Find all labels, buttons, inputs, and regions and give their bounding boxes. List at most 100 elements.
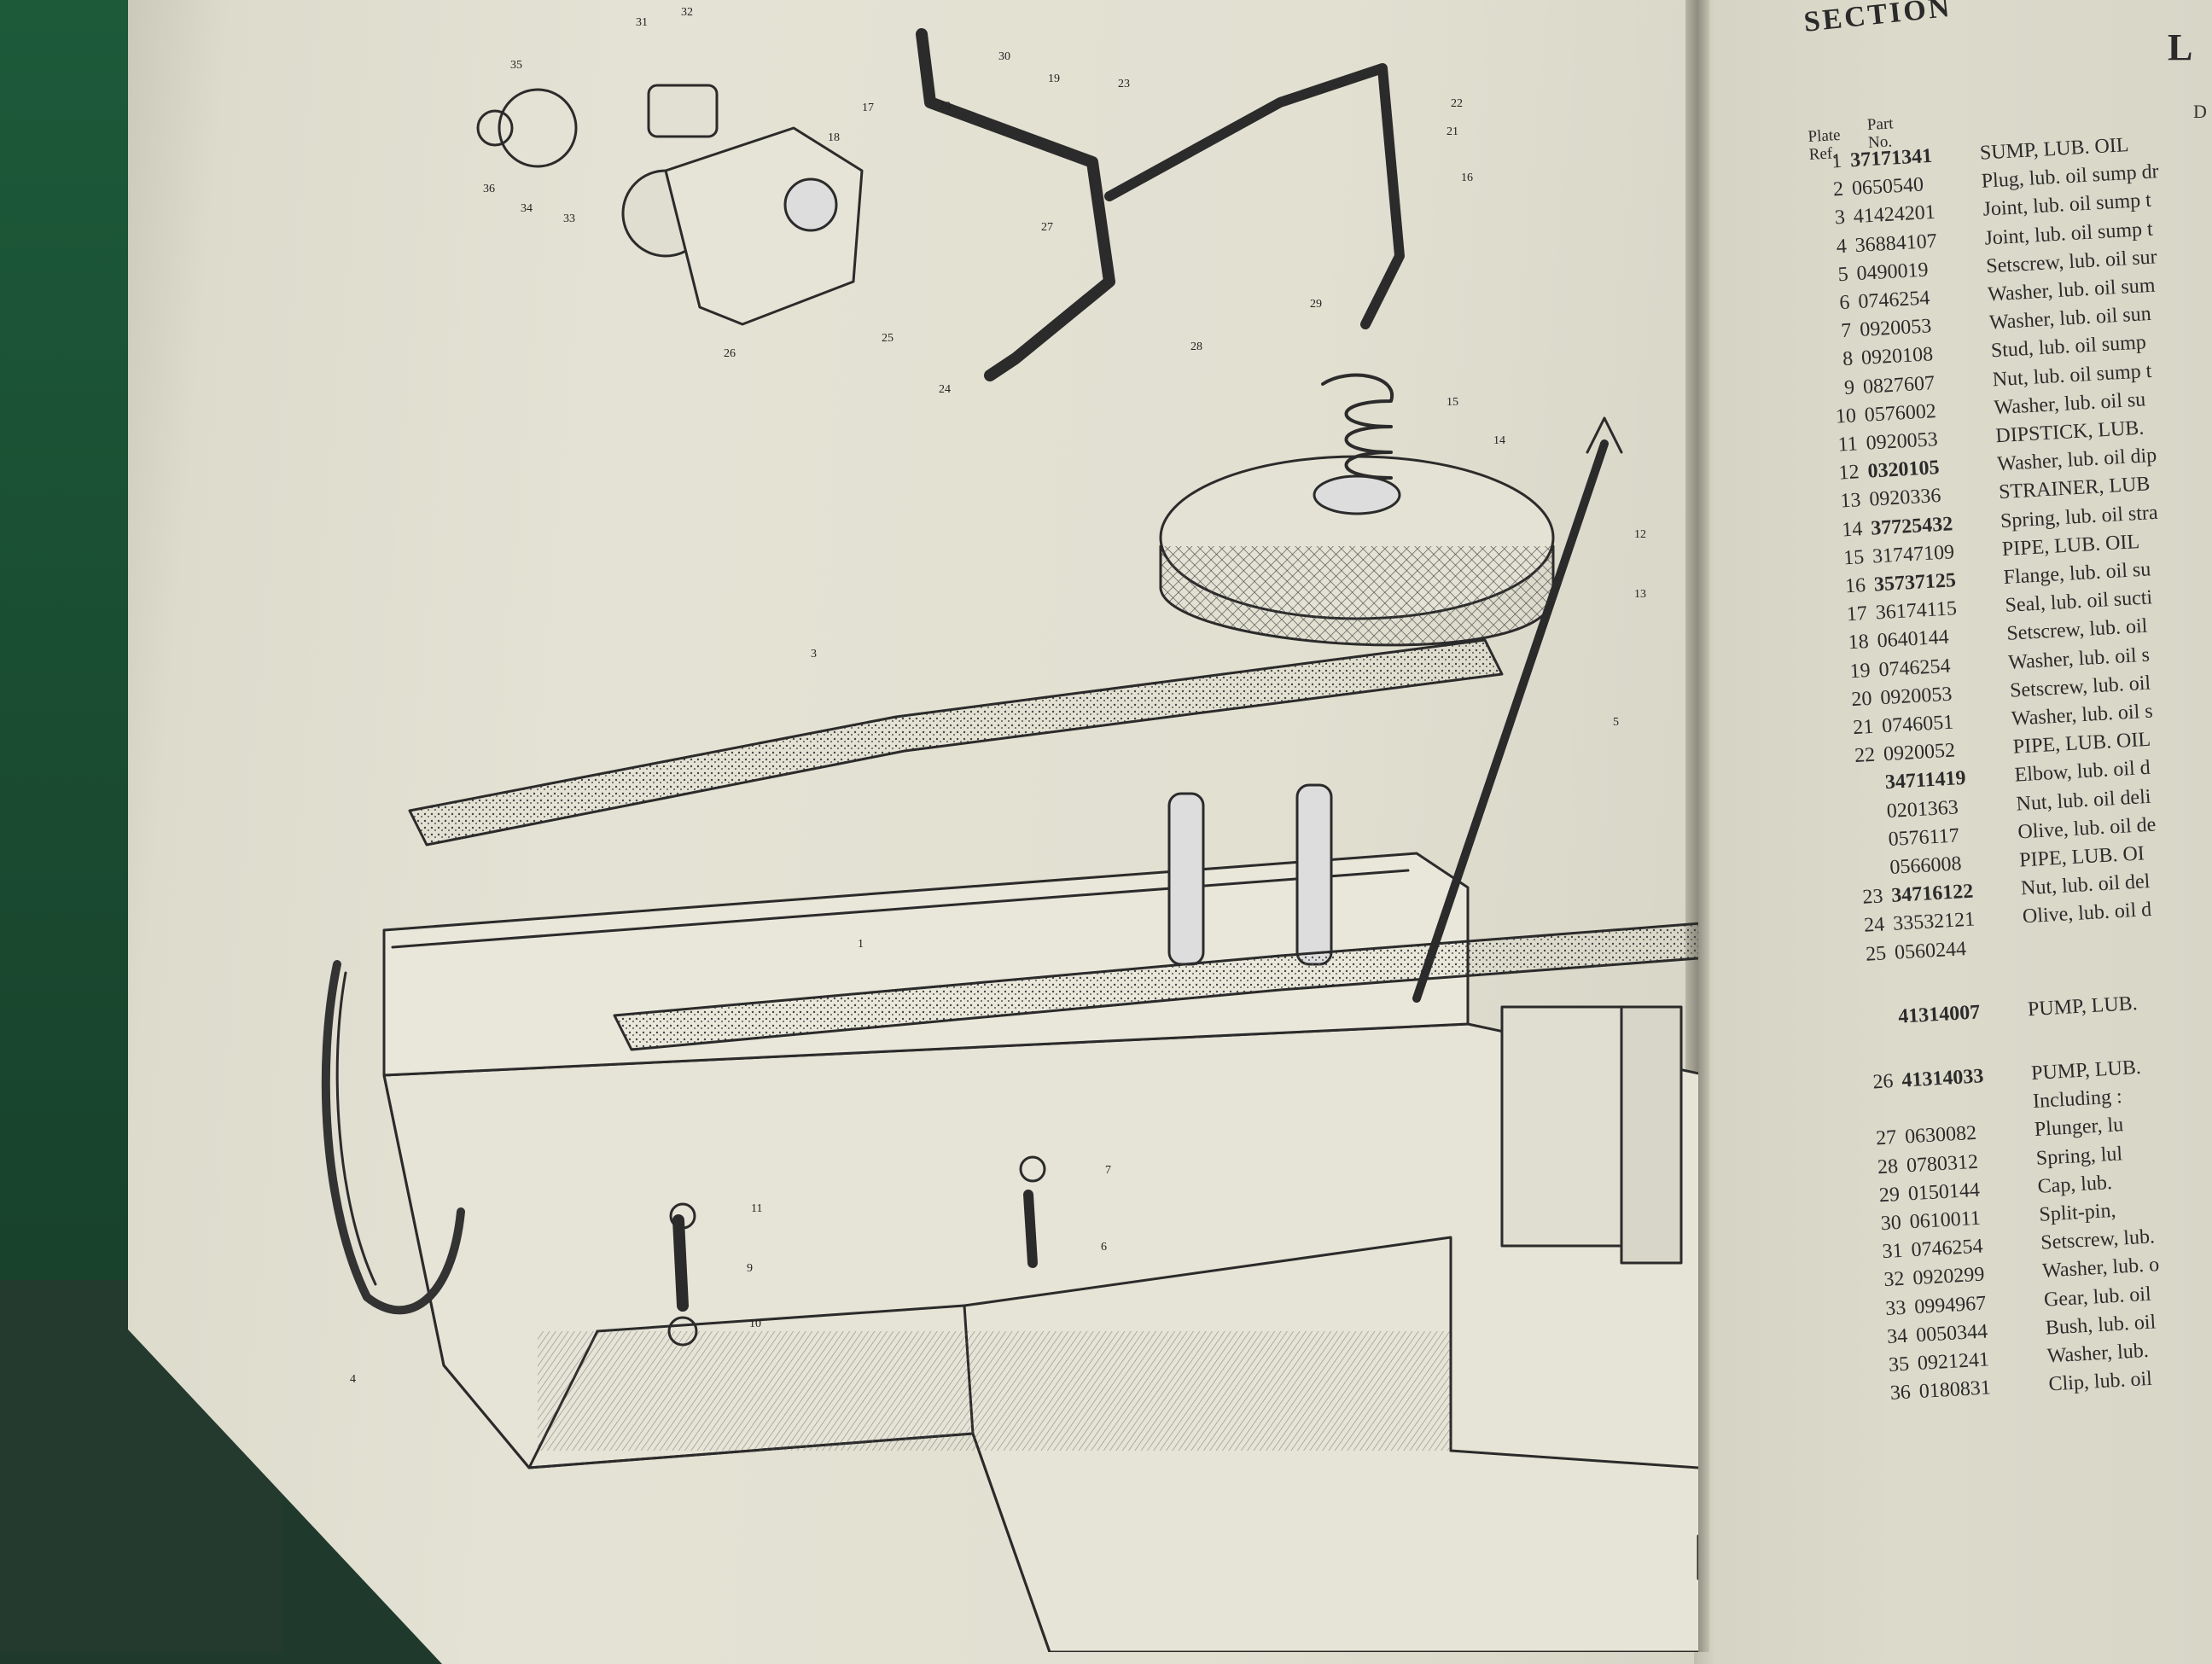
- parts-list-page: [1694, 0, 2212, 1664]
- plate-ref: 25: [1865, 941, 1887, 966]
- plate-ref: 33: [1884, 1296, 1907, 1320]
- part-number: 0920053: [1859, 315, 1932, 342]
- plate-ref: 18: [1848, 631, 1870, 655]
- part-number: 0650540: [1851, 173, 1924, 201]
- plate-ref: 3: [1834, 207, 1846, 230]
- callout-label: 26: [724, 347, 736, 360]
- part-description: PUMP, LUB.: [2027, 992, 2139, 1021]
- part-number: 0150144: [1907, 1178, 1981, 1206]
- callout-label: 3: [811, 648, 817, 660]
- callout-label: 6: [1101, 1241, 1107, 1254]
- part-description: STRAINER, LUB: [1998, 473, 2151, 504]
- plate-ref: 36: [1889, 1381, 1912, 1405]
- part-number: 0920299: [1912, 1263, 1986, 1290]
- part-description: Including :: [2032, 1085, 2123, 1114]
- callout-label: 28: [1190, 340, 1202, 353]
- plate-ref: 35: [1888, 1353, 1910, 1376]
- callout-label: 20: [939, 100, 951, 113]
- part-number: 0640144: [1876, 626, 1950, 653]
- part-number: 41424201: [1853, 201, 1936, 229]
- plate-ref: 19: [1848, 659, 1871, 683]
- plate-ref: 34: [1886, 1324, 1908, 1348]
- part-description: DIPSTICK, LUB.: [1994, 416, 2145, 448]
- plate-ref: 20: [1850, 687, 1873, 711]
- part-number: 41314033: [1901, 1065, 1985, 1092]
- suction-pipe: [916, 28, 1115, 381]
- callout-label: 10: [749, 1318, 761, 1330]
- callout-label: 30: [998, 50, 1010, 63]
- dipstick: [1412, 439, 1609, 1003]
- part-number: 0576117: [1887, 824, 1960, 851]
- plate-ref: [1857, 1006, 1889, 1008]
- plate-ref: [1848, 858, 1881, 859]
- part-description: Clip, lub. oil: [2047, 1367, 2153, 1396]
- part-number: 36174115: [1875, 597, 1958, 625]
- plate-ref: 22: [1854, 743, 1876, 768]
- callout-label: 16: [1461, 172, 1473, 184]
- diagram-callouts: 31 32 35 36 34 33 30 19 23 17 20 18 27 2…: [350, 6, 1646, 1386]
- plate-ref: 21: [1852, 715, 1875, 740]
- part-description: Nut, lub. oil del: [2020, 870, 2151, 900]
- plate-ref: 8: [1842, 347, 1854, 371]
- part-number: 33532121: [1892, 908, 1976, 936]
- part-number: 35737125: [1873, 569, 1957, 596]
- plate-ref: 24: [1863, 913, 1885, 938]
- part-description: Washer, lub. oil su: [1993, 388, 2146, 420]
- plate-ref: 31: [1881, 1240, 1904, 1264]
- part-number: 0201363: [1886, 795, 1959, 823]
- part-description: Washer, lub. oil sun: [1988, 303, 2152, 335]
- callout-label: 15: [1447, 396, 1458, 409]
- part-description: PUMP, LUB.: [2030, 1056, 2142, 1085]
- part-number: 0780312: [1906, 1150, 1979, 1177]
- plate-ref: 5: [1837, 263, 1849, 287]
- part-description: Setscrew, lub.: [2040, 1225, 2156, 1254]
- description-header-fragment: D: [2193, 101, 2207, 122]
- part-description: Washer, lub.: [2046, 1339, 2150, 1368]
- part-number: 0630082: [1904, 1122, 1977, 1149]
- callout-label: 5: [1613, 716, 1619, 729]
- exploded-parts-diagram: 31 32 35 36 34 33 30 19 23 17 20 18 27 2…: [321, 6, 1698, 1652]
- callout-label: 11: [751, 1202, 762, 1215]
- callout-label: 13: [1634, 588, 1646, 601]
- strainer-body: [1159, 544, 1555, 647]
- part-number: 0050344: [1915, 1320, 1988, 1347]
- callout-label: 34: [521, 202, 533, 215]
- part-number: 0920053: [1879, 683, 1953, 710]
- callout-label: 12: [1634, 528, 1646, 541]
- part-description: Setscrew, lub. oil sur: [1985, 246, 2158, 278]
- part-description: Washer, lub. o: [2041, 1254, 2160, 1283]
- plate-ref: 4: [1836, 235, 1848, 258]
- callout-label: 1: [858, 938, 864, 951]
- part-description: Bush, lub. oil: [2045, 1311, 2157, 1340]
- plate-ref: [1862, 1098, 1895, 1100]
- part-number: 31747109: [1871, 540, 1955, 568]
- callout-label: 33: [563, 212, 575, 225]
- part-number: 0746254: [1857, 287, 1931, 313]
- part-description: Gear, lub. oil: [2043, 1283, 2152, 1312]
- callout-label: 35: [510, 59, 522, 72]
- plate-ref: 6: [1838, 291, 1851, 315]
- plate-ref: 30: [1880, 1211, 1902, 1236]
- callout-label: 9: [747, 1262, 753, 1275]
- callout-label: 24: [939, 383, 951, 396]
- part-description: Olive, lub. oil de: [2017, 813, 2157, 844]
- upper-gasket: [408, 638, 1504, 847]
- plate-ref: 7: [1840, 319, 1853, 343]
- plate-ref: 12: [1837, 461, 1860, 485]
- callout-label: 19: [1048, 73, 1060, 85]
- oil-pump: [664, 126, 864, 326]
- plate-ref: 10: [1835, 404, 1857, 428]
- callout-label: 27: [1041, 221, 1053, 234]
- part-description: Stud, lub. oil sump: [1990, 331, 2147, 363]
- callout-label: 25: [882, 332, 894, 345]
- part-description: Joint, lub. oil sump t: [1982, 189, 2152, 222]
- part-description: Olive, lub. oil d: [2022, 899, 2152, 928]
- part-description: Setscrew, lub. oil: [2005, 615, 2149, 646]
- part-number: 0566008: [1889, 852, 1963, 879]
- part-number: 0920108: [1860, 343, 1934, 370]
- part-number: 34716122: [1890, 880, 1974, 908]
- part-number: 0827607: [1862, 371, 1936, 399]
- callout-label: 17: [862, 102, 874, 114]
- part-description: Flange, lub. oil su: [2003, 558, 2151, 589]
- part-number: 0610011: [1909, 1207, 1982, 1234]
